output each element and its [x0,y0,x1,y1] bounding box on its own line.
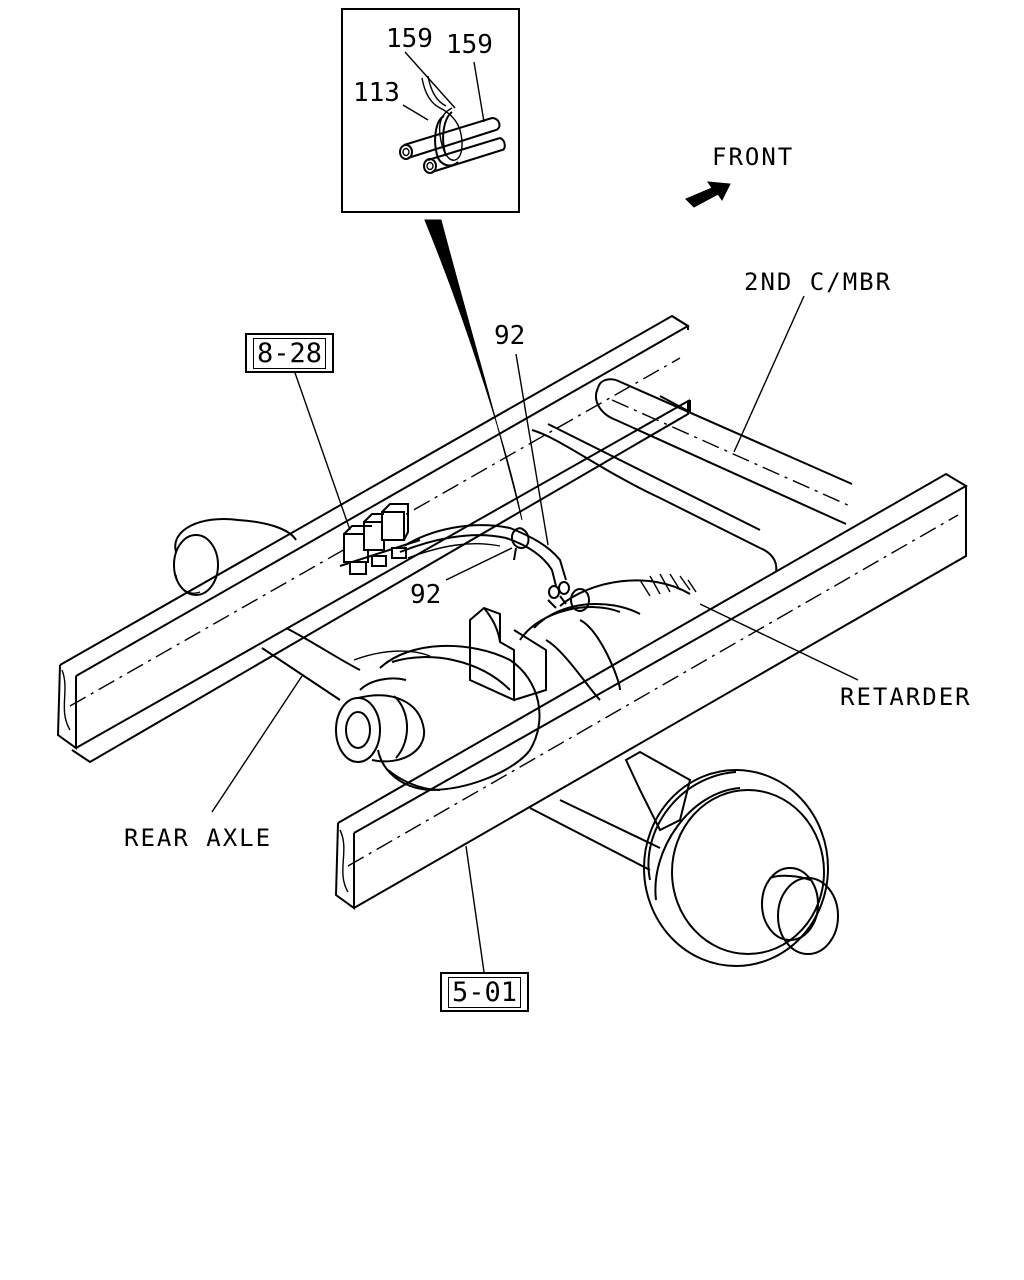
left-frame-rail [56,314,691,764]
callout-159-a: 159 [386,24,433,54]
rear-axle-assembly [173,518,839,967]
front-arrow-icon [685,181,731,208]
reference-8-28[interactable]: 8-28 [245,333,335,373]
callout-92-top: 92 [494,321,526,351]
reference-8-28-text: 8-28 [253,338,327,369]
second-cross-member [531,378,853,573]
retarder-valve-block [339,503,421,575]
rear-axle-label: REAR AXLE [124,824,273,852]
callout-159-b: 159 [446,30,493,60]
retarder-label: RETARDER [840,683,972,711]
callout-92-bottom: 92 [410,580,442,610]
detail-pointer [424,219,523,521]
front-label: FRONT [712,143,795,171]
callout-113: 113 [353,78,400,108]
leader-lines [211,295,859,973]
cross-member-label: 2ND C/MBR [744,268,893,296]
air-pipes-92 [399,524,590,612]
reference-5-01-text: 5-01 [448,977,522,1008]
reference-5-01[interactable]: 5-01 [440,972,530,1012]
right-frame-rail [334,472,968,910]
detail-inset [341,8,520,213]
